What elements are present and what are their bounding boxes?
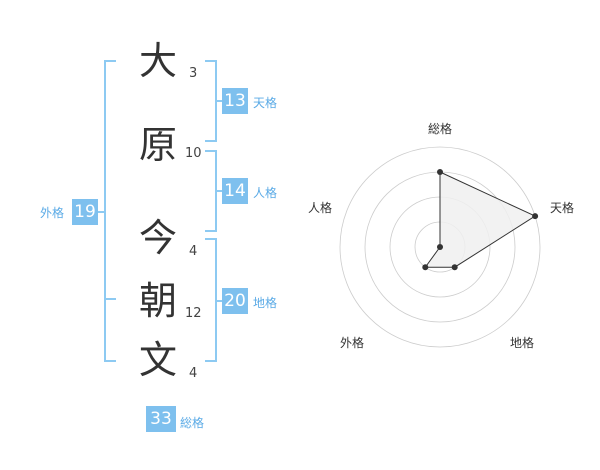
name-char-4: 朝: [138, 279, 177, 323]
name-char-5: 文: [138, 338, 177, 382]
stroke-count-3: 4: [189, 244, 198, 259]
stroke-count-4: 12: [185, 306, 202, 321]
radar-axis-label-gaikaku: 外格: [340, 336, 365, 350]
radar-axis-label-chikaku: 地格: [510, 336, 535, 350]
radar-axis-label-tenkaku: 天格: [550, 201, 575, 215]
name-char-3: 今: [138, 216, 177, 260]
radar-point-2: [451, 264, 458, 271]
radar-point-0: [437, 169, 443, 175]
radar-chart: [339, 146, 541, 348]
radar-axis-label-soukaku: 総格: [428, 122, 453, 136]
stroke-count-1: 3: [189, 66, 198, 81]
tenkaku-label: 天格: [253, 96, 278, 110]
jinkaku-label: 人格: [253, 186, 278, 200]
tenkaku-value: 13: [222, 88, 248, 114]
stroke-count-2: 10: [185, 146, 202, 161]
gaikaku-tick-inner: [104, 298, 116, 300]
soukaku-value: 33: [146, 406, 176, 432]
radar-point-1: [532, 213, 539, 220]
gaikaku-tick-outer: [98, 211, 106, 213]
chikaku-tick: [216, 300, 222, 302]
tenkaku-tick: [216, 100, 222, 102]
jinkaku-tick: [216, 190, 222, 192]
name-char-1: 大: [138, 39, 177, 83]
radar-axis-label-jinkaku: 人格: [308, 201, 333, 215]
chikaku-value: 20: [222, 288, 248, 314]
name-char-2: 原: [138, 123, 177, 167]
radar-point-4: [437, 244, 443, 250]
stroke-count-5: 4: [189, 366, 198, 381]
radar-grid-ring: [339, 146, 541, 348]
gaikaku-value: 19: [72, 199, 98, 225]
jinkaku-value: 14: [222, 178, 248, 204]
radar-point-3: [422, 264, 429, 271]
chikaku-label: 地格: [253, 296, 278, 310]
soukaku-label: 総格: [180, 416, 205, 430]
gaikaku-label: 外格: [40, 206, 65, 220]
radar-series-polygon: [424, 171, 537, 268]
